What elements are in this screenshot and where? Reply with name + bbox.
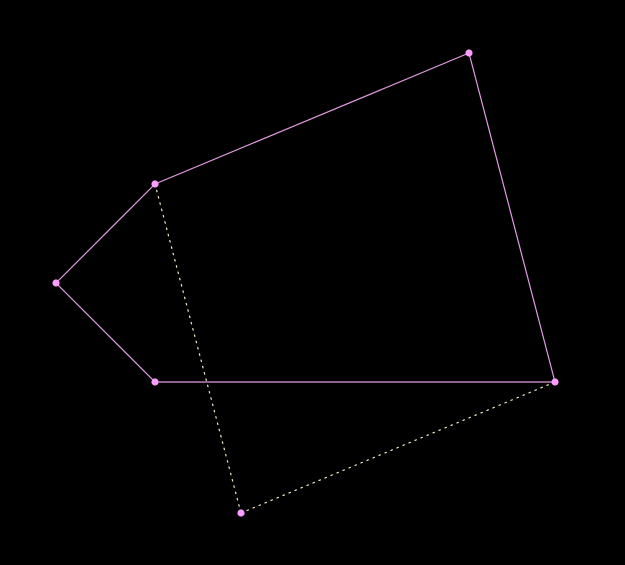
vertex-p5[interactable]	[551, 378, 559, 386]
vertex-p6[interactable]	[237, 509, 245, 517]
dotted-edge-p2-p6	[154, 183, 242, 514]
vertex-p3[interactable]	[52, 279, 60, 287]
dotted-edge-p6-p5	[240, 381, 556, 514]
vertex-p1[interactable]	[465, 49, 473, 57]
edge-p3-p4	[55, 282, 156, 383]
vertices-group	[52, 49, 559, 517]
vertex-p2[interactable]	[151, 180, 159, 188]
edge-p5-p1	[468, 52, 556, 383]
edge-p1-p2	[154, 52, 470, 185]
solid-edges-group	[55, 52, 556, 383]
vertex-p4[interactable]	[151, 378, 159, 386]
dotted-edges-group	[154, 183, 556, 514]
edge-p2-p3	[55, 183, 156, 284]
